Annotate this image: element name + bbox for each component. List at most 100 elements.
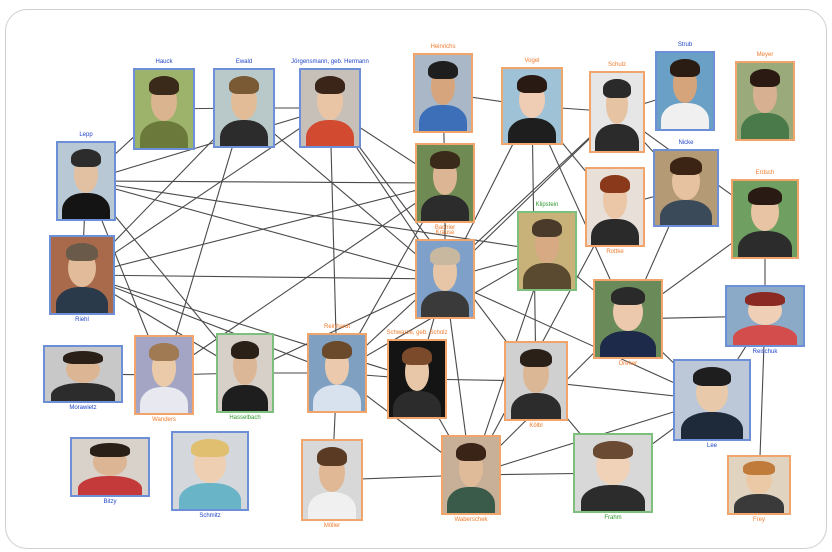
- person-photo-lepp[interactable]: [56, 141, 116, 221]
- portrait-torso: [591, 219, 639, 245]
- portrait-torso: [421, 195, 469, 221]
- person-photo-strub[interactable]: [655, 51, 715, 131]
- portrait-hair: [670, 59, 700, 78]
- person-photo-ewald[interactable]: [213, 68, 275, 148]
- portrait-hair: [600, 175, 630, 194]
- portrait-torso: [507, 117, 557, 143]
- portrait-torso: [733, 493, 785, 513]
- person-photo-waberschek[interactable]: [441, 435, 501, 515]
- portrait-hair: [428, 61, 458, 80]
- portrait-hair: [520, 349, 552, 368]
- person-label-top_orange1: Heinrichs: [430, 44, 456, 50]
- portrait-torso: [733, 325, 797, 345]
- portrait-torso: [419, 105, 467, 131]
- person-photo-top_orange1[interactable]: [413, 53, 473, 133]
- portrait-torso: [219, 120, 269, 146]
- portrait-torso: [140, 387, 188, 413]
- person-label-moeller: Möller: [323, 523, 341, 529]
- person-label-meyer: Meyer: [756, 52, 774, 58]
- person-label-stark: Schwarze, geb. Scholz: [386, 330, 448, 336]
- portrait-torso: [78, 475, 142, 495]
- portrait-torso: [595, 124, 639, 151]
- person-label-frahm: Frahm: [604, 515, 622, 521]
- person-photo-hauck[interactable]: [133, 68, 195, 150]
- person-photo-erdsch[interactable]: [731, 179, 799, 259]
- portrait-torso: [62, 193, 110, 219]
- person-photo-rottke[interactable]: [585, 167, 645, 247]
- portrait-hair: [593, 441, 633, 460]
- person-photo-schulz[interactable]: [589, 71, 645, 153]
- person-label-dreher: Dreher: [618, 361, 638, 367]
- edge-center_blue-hasselbach: [244, 278, 446, 374]
- person-photo-lee[interactable]: [673, 359, 751, 441]
- person-photo-wanders[interactable]: [134, 335, 194, 415]
- edge-mid_orange-wanders: [163, 182, 446, 376]
- person-photo-stark[interactable]: [387, 339, 447, 419]
- edge-jorg-lepp: [85, 107, 331, 182]
- person-label-waberschek: Waberschek: [454, 517, 488, 523]
- portrait-hair: [316, 447, 348, 466]
- edge-lepp-mid_orange: [85, 180, 446, 184]
- portrait-torso: [741, 113, 789, 139]
- person-photo-center_blue[interactable]: [415, 239, 475, 319]
- person-label-morawietz: Morawietz: [69, 405, 97, 411]
- portrait-hair: [745, 291, 785, 306]
- portrait-hair: [669, 156, 703, 175]
- portrait-hair: [610, 287, 646, 306]
- portrait-hair: [148, 76, 180, 95]
- person-label-rottke: Rottke: [606, 249, 624, 255]
- person-label-schulz: Schulz: [607, 62, 627, 68]
- portrait-hair: [430, 151, 460, 170]
- portrait-torso: [680, 412, 744, 439]
- person-label-erdsch: Erdsch: [755, 170, 775, 176]
- portrait-torso: [523, 263, 571, 289]
- person-label-koelbl: Kölbl: [529, 423, 543, 429]
- person-photo-reinhardt[interactable]: [307, 333, 367, 413]
- portrait-hair: [748, 187, 782, 206]
- portrait-hair: [230, 341, 260, 360]
- person-label-hauck: Hauck: [155, 59, 173, 65]
- person-photo-hasselbach[interactable]: [216, 333, 274, 413]
- person-label-ewald: Ewald: [235, 59, 253, 65]
- person-photo-frey[interactable]: [727, 455, 791, 515]
- diagram-frame: Hauck Ewald Jörgensmann, geb. Hermann Heinr…: [5, 9, 827, 549]
- person-photo-klipstein[interactable]: [517, 211, 577, 291]
- person-label-frey: Frey: [753, 517, 765, 523]
- edge-center_blue-lee: [444, 278, 713, 401]
- person-label-jorg: Jörgensmann, geb. Hermann: [291, 59, 369, 65]
- person-photo-morawietz[interactable]: [43, 345, 123, 403]
- portrait-hair: [603, 79, 631, 98]
- person-photo-jorg[interactable]: [299, 68, 361, 148]
- portrait-torso: [55, 287, 109, 313]
- portrait-torso: [139, 121, 189, 148]
- portrait-torso: [581, 485, 645, 511]
- person-photo-bitzy[interactable]: [70, 437, 150, 497]
- person-photo-riehl[interactable]: [49, 235, 115, 315]
- person-label-reischuk: Reischuk: [752, 349, 778, 355]
- person-photo-mid_orange[interactable]: [415, 143, 475, 223]
- portrait-hair: [190, 439, 230, 458]
- portrait-torso: [421, 291, 469, 317]
- person-label-reinhardt: Reinhardt: [323, 324, 351, 330]
- person-photo-nicke[interactable]: [653, 149, 719, 227]
- portrait-torso: [738, 231, 792, 257]
- person-label-bitzy: Bitzy: [103, 499, 117, 505]
- portrait-hair: [692, 367, 732, 386]
- portrait-hair: [750, 69, 780, 88]
- person-photo-koelbl[interactable]: [504, 341, 568, 421]
- person-label-schmitz: Schmitz: [199, 513, 221, 519]
- person-photo-frahm[interactable]: [573, 433, 653, 513]
- person-photo-reischuk[interactable]: [725, 285, 805, 347]
- person-photo-meyer[interactable]: [735, 61, 795, 141]
- portrait-torso: [659, 199, 713, 225]
- person-label-hasselbach: Hasselbach: [229, 415, 261, 421]
- person-photo-vogel[interactable]: [501, 67, 563, 145]
- person-photo-dreher[interactable]: [593, 279, 663, 359]
- person-photo-moeller[interactable]: [301, 439, 363, 521]
- edge-riehl-reinhardt: [81, 274, 338, 374]
- portrait-hair: [430, 247, 460, 266]
- edge-jorg-riehl: [81, 107, 331, 276]
- portrait-hair: [149, 343, 179, 362]
- edge-schulz-reinhardt: [336, 111, 618, 374]
- person-photo-schmitz[interactable]: [171, 431, 249, 511]
